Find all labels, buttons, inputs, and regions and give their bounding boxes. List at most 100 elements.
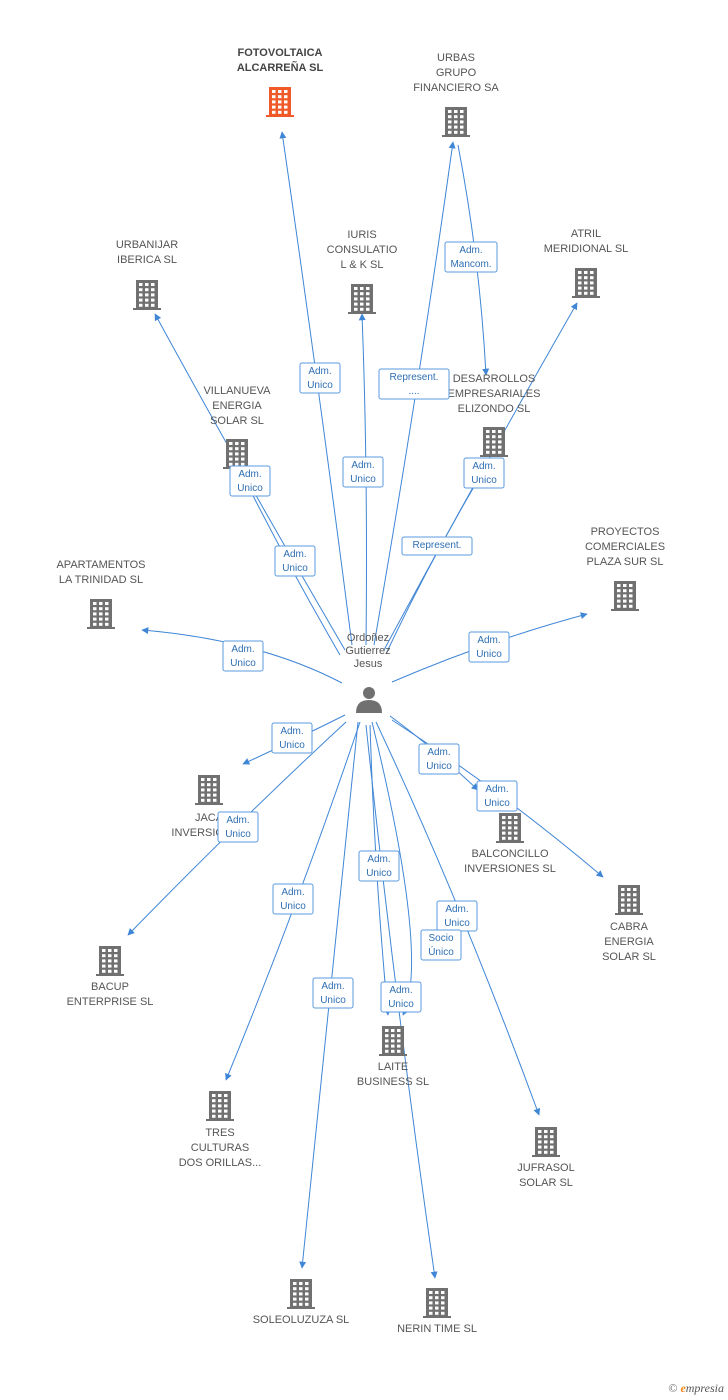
building-icon	[496, 813, 524, 843]
edge-label: Adm.Unico	[299, 362, 341, 394]
footer-brand: ©empresia	[668, 1381, 724, 1396]
company-name-line: URBANIJAR	[116, 239, 178, 251]
edge-label-text: Adm.	[231, 644, 254, 655]
company-name-line: LAITE	[378, 1061, 409, 1073]
company-name-line: INVERSIONES SL	[464, 863, 556, 875]
company-name-line: JACA	[195, 812, 224, 824]
copyright-symbol: ©	[668, 1381, 678, 1395]
edge-label-text: Adm.	[367, 854, 390, 865]
edge-label: Adm.Mancom.	[444, 241, 498, 273]
edge-label-text: Adm.	[321, 981, 344, 992]
building-icon	[87, 599, 115, 629]
company-name-line: FINANCIERO SA	[413, 82, 499, 94]
edge-label-text: Unico	[230, 658, 256, 669]
edge-label-text: Único	[428, 945, 454, 958]
company-name-line: DESARROLLOS	[453, 373, 536, 385]
company-name-line: CULTURAS	[191, 1142, 249, 1154]
edge-label-text: Unico	[350, 474, 376, 485]
edge-label-text: Unico	[366, 868, 392, 879]
building-icon	[195, 775, 223, 805]
edge-label: Adm.Unico	[274, 545, 316, 577]
edge-label-text: Adm.	[459, 245, 482, 256]
company-name-line: L & K SL	[340, 259, 383, 271]
edge-label-text: Socio	[428, 933, 453, 944]
person-name-line: Ordoñez	[347, 632, 389, 644]
building-icon	[287, 1279, 315, 1309]
edge-label-text: Adm.	[477, 635, 500, 646]
building-icon	[206, 1091, 234, 1121]
company-name-line: TRES	[205, 1127, 234, 1139]
company-name-line: ENTERPRISE SL	[67, 996, 154, 1008]
company-name-line: LA TRINIDAD SL	[59, 574, 143, 586]
company-name-line: SOLAR SL	[602, 951, 656, 963]
edge-label-text: Represent.	[413, 540, 462, 551]
building-icon	[348, 284, 376, 314]
company-name-line: CONSULATIO	[327, 244, 398, 256]
company-name-line: SOLAR SL	[210, 415, 264, 427]
company-node-desarrollos[interactable]: DESARROLLOS EMPRESARIALES ELIZONDO SL	[448, 373, 541, 457]
edge-label-text: Adm.	[226, 815, 249, 826]
company-name-line: COMERCIALES	[585, 541, 665, 553]
company-name-line: PLAZA SUR SL	[586, 556, 663, 568]
building-icon	[532, 1127, 560, 1157]
company-name-line: EMPRESARIALES	[448, 388, 541, 400]
company-name-line: CABRA	[610, 921, 649, 933]
company-node-urbanijar[interactable]: URBANIJAR IBERICA SL	[116, 239, 178, 310]
edge-label: Adm.Unico	[476, 780, 518, 812]
edge-label-text: ....	[408, 386, 419, 397]
edge-label: Adm. Unico	[312, 977, 354, 1009]
edge-label: Adm.Unico	[271, 722, 313, 754]
edge-label-text: Represent.	[390, 372, 439, 383]
company-name-line: ELIZONDO SL	[458, 403, 531, 415]
company-node-nerin[interactable]: NERIN TIME SL	[397, 1288, 477, 1335]
brand-name: mpresia	[685, 1381, 724, 1395]
building-icon	[223, 439, 251, 469]
person-icon	[356, 687, 382, 713]
edge-label-text: Unico	[426, 761, 452, 772]
edge-label-text: Unico	[444, 918, 470, 929]
edge-label-text: Adm.	[308, 366, 331, 377]
edge-label: Represent.	[401, 536, 473, 556]
company-name-line: GRUPO	[436, 67, 477, 79]
building-icon	[379, 1026, 407, 1056]
edge-label-text: Unico	[279, 740, 305, 751]
company-name-line: SOLEOLUZUZA SL	[253, 1314, 350, 1326]
building-icon	[572, 268, 600, 298]
edge-label-text: Adm.	[238, 469, 261, 480]
company-node-jufrasol[interactable]: JUFRASOL SOLAR SL	[517, 1127, 575, 1189]
building-icon	[133, 280, 161, 310]
company-node-urbas[interactable]: URBAS GRUPO FINANCIERO SA	[413, 52, 499, 137]
company-name-line: ATRIL	[571, 228, 601, 240]
edge-label-text: Unico	[237, 483, 263, 494]
edge-label-text: Unico	[320, 995, 346, 1006]
person-name-line: Jesus	[354, 658, 383, 670]
edge-label-text: Adm.	[389, 985, 412, 996]
company-node-soleoluzuza[interactable]: SOLEOLUZUZA SL	[253, 1279, 350, 1326]
building-icon	[615, 885, 643, 915]
edge-label-text: Unico	[225, 829, 251, 840]
edge-label-text: Unico	[280, 901, 306, 912]
edge-label: Adm. Unico	[217, 811, 259, 843]
company-name-line: SOLAR SL	[519, 1177, 573, 1189]
company-name-line: MERIDIONAL SL	[544, 243, 629, 255]
company-name-line: IBERICA SL	[117, 254, 177, 266]
company-name-line: URBAS	[437, 52, 475, 64]
edge-label: Adm.Unico	[468, 631, 510, 663]
company-name-line: ALCARREÑA SL	[237, 61, 324, 74]
edge-label-text: Adm.	[472, 461, 495, 472]
company-name-line: JUFRASOL	[517, 1162, 574, 1174]
company-node-atril[interactable]: ATRIL MERIDIONAL SL	[544, 228, 629, 298]
